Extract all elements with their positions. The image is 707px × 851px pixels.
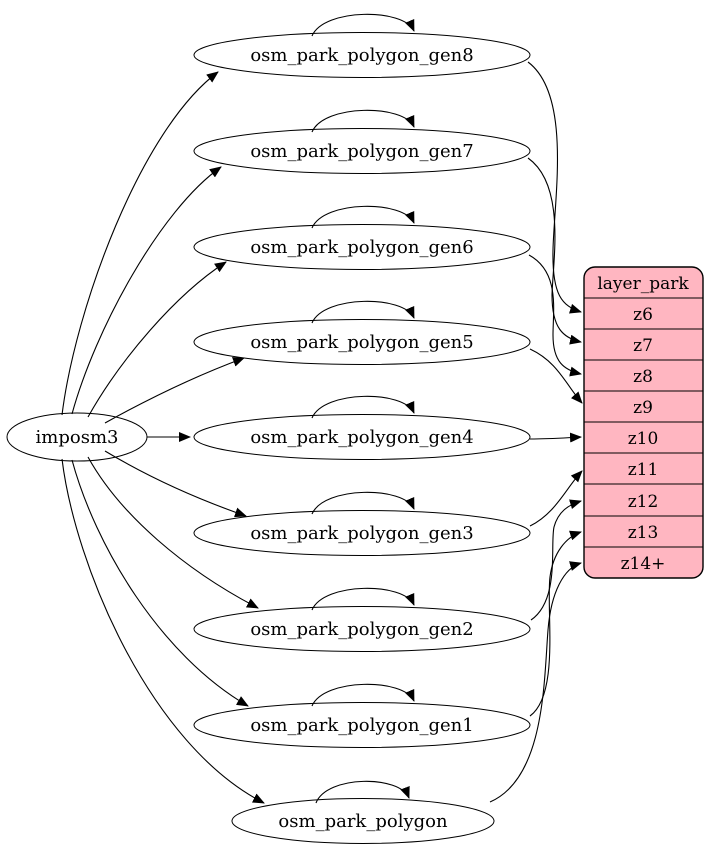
self-loop-gen3 [311, 491, 415, 515]
label-osm-park-polygon-gen5: osm_park_polygon_gen5 [250, 332, 473, 353]
label-osm-park-polygon-gen6: osm_park_polygon_gen6 [250, 237, 473, 258]
node-osm-park-polygon [231, 798, 495, 844]
layer-park-header: layer_park [597, 274, 689, 294]
self-loop-gen8 [311, 13, 415, 37]
edge-gen7-z7 [527, 157, 582, 345]
self-loop-gen4 [311, 395, 415, 419]
edge-imposm3-gen8 [61, 71, 219, 416]
self-loop-edges [311, 13, 415, 804]
label-osm-park-polygon-gen3: osm_park_polygon_gen3 [250, 523, 473, 544]
edge-osm-park-polygon-z14p [489, 561, 582, 803]
label-imposm3: imposm3 [36, 427, 119, 448]
edge-gen1-z13 [529, 530, 582, 717]
zoom-row-z9: z9 [633, 398, 653, 418]
edge-imposm3-gen7 [71, 166, 222, 415]
node-osm-park-polygon-gen3 [193, 510, 531, 556]
edge-gen6-z8 [528, 254, 582, 377]
edge-gen5-z9 [529, 348, 583, 404]
zoom-row-z13: z13 [628, 523, 659, 543]
zoom-row-z8: z8 [633, 367, 653, 387]
edge-imposm3-gen6 [87, 261, 227, 418]
node-osm-park-polygon-gen2 [193, 606, 531, 652]
edge-imposm3-gen1 [71, 459, 249, 707]
layer-park-record: layer_park z6 z7 z8 z9 z10 z11 z12 z13 z… [583, 266, 704, 579]
edges-to-layer-park [489, 61, 583, 803]
label-osm-park-polygon-gen7: osm_park_polygon_gen7 [250, 141, 473, 162]
node-shapes [6, 32, 531, 844]
node-osm-park-polygon-gen7 [193, 128, 531, 174]
zoom-row-z11: z11 [628, 460, 659, 480]
zoom-row-z6: z6 [633, 305, 653, 325]
label-osm-park-polygon-gen8: osm_park_polygon_gen8 [250, 45, 473, 66]
self-loop-osm-park-polygon [315, 780, 410, 804]
label-osm-park-polygon: osm_park_polygon [278, 811, 448, 832]
edge-imposm3-osm-park-polygon [61, 458, 265, 804]
edge-imposm3-gen3 [104, 450, 247, 518]
zoom-row-z10: z10 [628, 429, 659, 449]
label-osm-park-polygon-gen1: osm_park_polygon_gen1 [250, 715, 473, 736]
self-loop-gen5 [311, 300, 415, 324]
edge-imposm3-gen2 [87, 456, 259, 609]
edge-gen4-z10 [529, 432, 582, 443]
self-loop-gen6 [311, 205, 415, 229]
node-osm-park-polygon-gen8 [193, 32, 531, 78]
node-labels: imposm3 osm_park_polygon_gen8 osm_park_p… [36, 45, 474, 832]
node-osm-park-polygon-gen6 [193, 224, 531, 270]
self-loop-gen7 [311, 109, 415, 133]
label-osm-park-polygon-gen4: osm_park_polygon_gen4 [250, 427, 473, 448]
node-osm-park-polygon-gen1 [193, 702, 531, 748]
edge-gen8-z6 [527, 61, 582, 314]
edge-gen3-z11 [529, 470, 583, 527]
edge-imposm3-gen5 [104, 357, 245, 424]
self-loop-gen1 [311, 683, 415, 707]
zoom-row-z14p: z14+ [621, 554, 666, 574]
edge-gen2-z12 [530, 499, 582, 621]
self-loop-gen2 [311, 587, 415, 611]
label-osm-park-polygon-gen2: osm_park_polygon_gen2 [250, 619, 473, 640]
zoom-row-z7: z7 [633, 336, 653, 356]
node-osm-park-polygon-gen5 [193, 319, 531, 365]
node-osm-park-polygon-gen4 [193, 414, 531, 460]
zoom-row-z12: z12 [628, 492, 659, 512]
edges-from-imposm3 [61, 71, 265, 804]
